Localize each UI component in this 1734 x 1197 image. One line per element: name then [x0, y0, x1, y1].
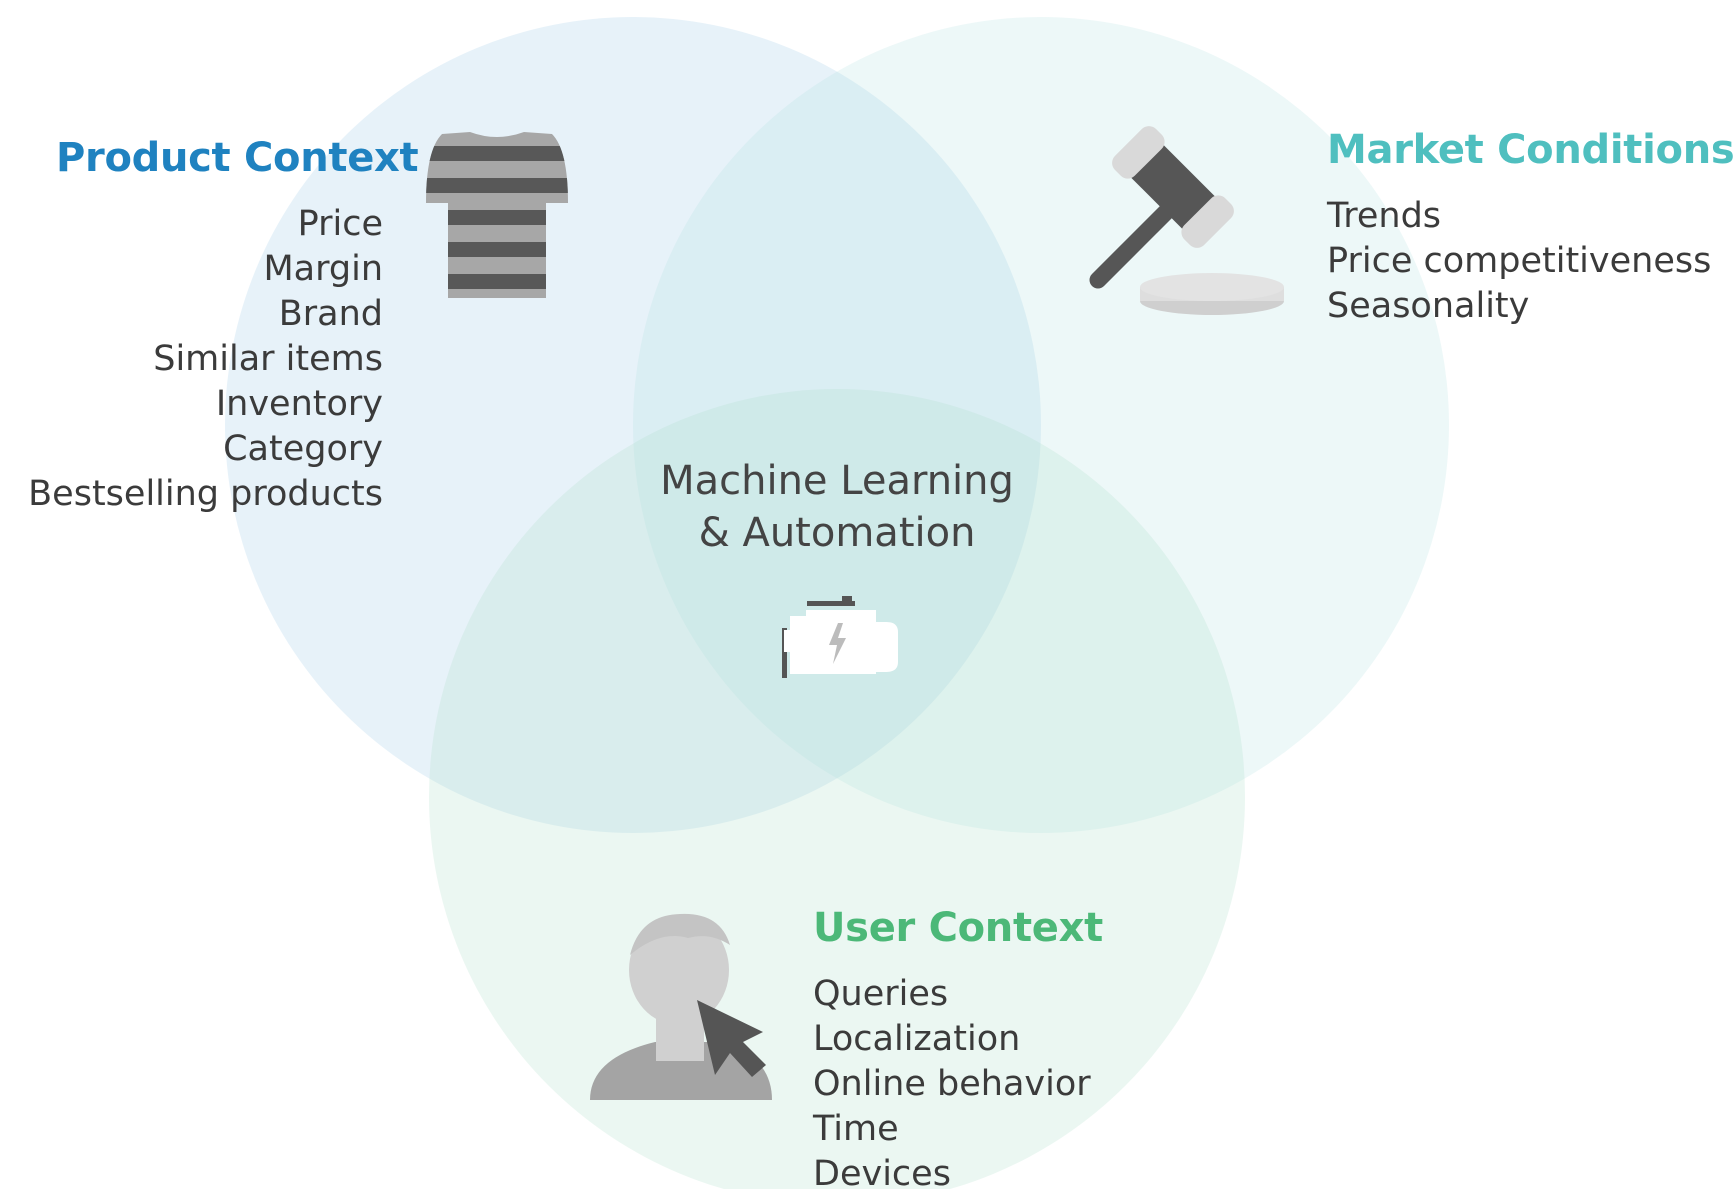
list-item: Price competitiveness: [1327, 241, 1712, 281]
list-item: Category: [223, 429, 383, 469]
gavel-icon: [1089, 126, 1284, 315]
list-item: Localization: [813, 1019, 1021, 1059]
list-item: Inventory: [215, 384, 383, 424]
user-context-title: User Context: [813, 905, 1103, 951]
center-label-line1: Machine Learning: [660, 458, 1014, 504]
engine-icon: [782, 596, 898, 678]
list-item: Bestselling products: [28, 474, 383, 514]
list-item: Seasonality: [1327, 286, 1530, 326]
list-item: Price: [297, 204, 383, 244]
list-item: Online behavior: [813, 1064, 1091, 1104]
list-item: Time: [813, 1109, 899, 1149]
user-with-cursor-icon: [590, 913, 772, 1100]
list-item: Brand: [278, 294, 383, 334]
product-context-list: Price Margin Brand Similar items Invento…: [0, 202, 383, 517]
striped-tshirt-icon: [426, 132, 568, 298]
list-item: Devices: [813, 1154, 951, 1194]
list-item: Margin: [263, 249, 383, 289]
center-label: Machine Learning & Automation: [597, 455, 1077, 559]
user-context-list: Queries Localization Online behavior Tim…: [813, 972, 1091, 1197]
market-conditions-title: Market Conditions: [1327, 127, 1734, 173]
product-context-title: Product Context: [56, 135, 419, 181]
list-item: Trends: [1327, 196, 1442, 236]
center-label-line2: & Automation: [698, 510, 976, 556]
list-item: Queries: [813, 974, 949, 1014]
list-item: Similar items: [153, 339, 383, 379]
market-conditions-list: Trends Price competitiveness Seasonality: [1327, 194, 1711, 329]
